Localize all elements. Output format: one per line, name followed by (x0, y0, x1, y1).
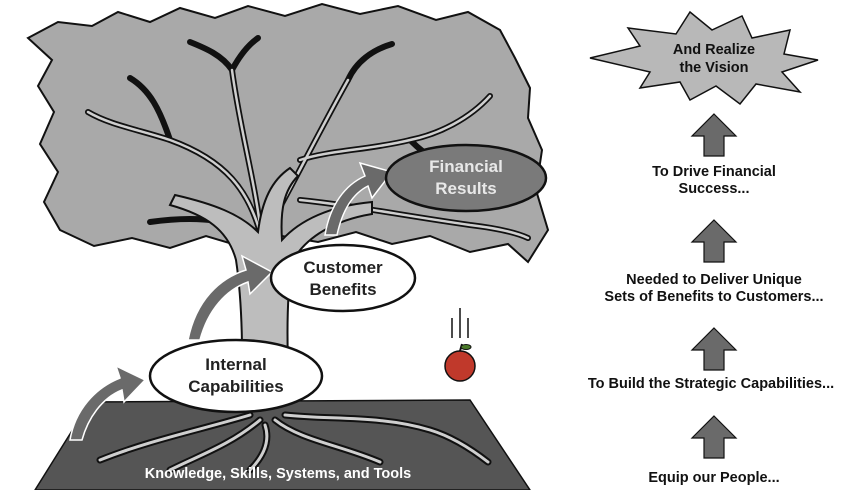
step-capabilities-line1: To Build the Strategic Capabilities... (587, 376, 835, 392)
oval-customer-benefits: Customer Benefits (269, 243, 417, 313)
oval-internal-capabilities: Internal Capabilities (148, 338, 324, 414)
step-arrows (690, 113, 738, 459)
up-arrow-4 (690, 415, 738, 459)
apple-icon (444, 350, 476, 382)
vision-line2: the Vision (679, 60, 748, 76)
up-arrow-2 (690, 219, 738, 263)
step-financial-success: To Drive Financial Success... (624, 164, 804, 198)
step-people-line1: Equip our People... (648, 470, 780, 486)
step-benefits-line2: Sets of Benefits to Customers... (604, 289, 824, 305)
oval-financial-results: Financial Results (384, 143, 548, 213)
oval-customer-line2: Benefits (309, 280, 376, 299)
step-build-capabilities: To Build the Strategic Capabilities... (557, 376, 865, 393)
vision-line1: And Realize (673, 42, 755, 58)
vision-starburst (589, 10, 819, 106)
arrow-to-internal (69, 364, 147, 441)
step-deliver-benefits: Needed to Deliver Unique Sets of Benefit… (574, 272, 854, 306)
oval-internal-line2: Capabilities (188, 377, 283, 396)
falling-apple (444, 308, 476, 382)
oval-customer-line1: Customer (303, 258, 383, 277)
up-arrow-1 (690, 113, 738, 157)
step-equip-people: Equip our People... (624, 470, 804, 487)
step-benefits-line1: Needed to Deliver Unique (626, 272, 802, 288)
oval-internal-line1: Internal (205, 355, 266, 374)
up-arrow-3 (690, 327, 738, 371)
oval-financial-line1: Financial (429, 157, 503, 176)
step-financial-line2: Success... (678, 181, 750, 197)
motion-lines (451, 308, 469, 338)
oval-financial-line2: Results (435, 179, 496, 198)
step-financial-line1: To Drive Financial (652, 164, 776, 180)
ground-label: Knowledge, Skills, Systems, and Tools (145, 466, 411, 482)
